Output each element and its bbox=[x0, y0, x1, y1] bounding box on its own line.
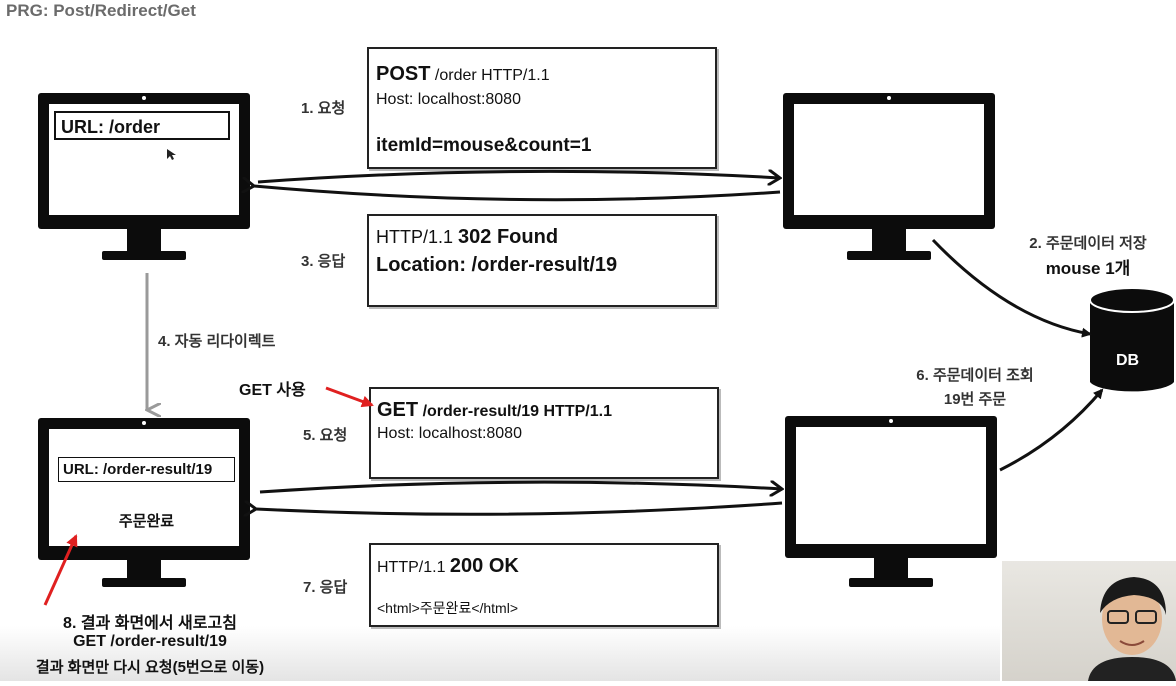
label-step4: 4. 자동 리다이렉트 bbox=[158, 333, 276, 350]
webcam-dot-icon bbox=[889, 419, 893, 423]
lookup-arrow bbox=[999, 388, 1104, 472]
refresh-arrow bbox=[43, 534, 78, 606]
request-line-get: /order-result/19 HTTP/1.1 bbox=[418, 403, 612, 420]
http-version-200: HTTP/1.1 bbox=[377, 559, 450, 576]
video-overlay-gradient bbox=[0, 626, 1000, 681]
label-step6-line1: 6. 주문데이터 조회 bbox=[916, 367, 1034, 384]
address-bar-order-result[interactable]: URL: /order-result/19 bbox=[58, 457, 235, 482]
label-step7: 7. 응답 bbox=[303, 579, 348, 596]
response-302-box: HTTP/1.1 302 Found Location: /order-resu… bbox=[367, 214, 717, 307]
label-step1: 1. 요청 bbox=[301, 100, 346, 117]
label-step2-line1: 2. 주문데이터 저장 bbox=[1029, 235, 1147, 252]
response-body-html: <html>주문완료</html> bbox=[377, 600, 519, 616]
http-method-get: GET bbox=[377, 399, 419, 421]
address-bar-order[interactable]: URL: /order bbox=[54, 111, 230, 140]
db-label: DB bbox=[1116, 352, 1140, 369]
location-header: Location: /order-result/19 bbox=[376, 254, 618, 276]
database-icon bbox=[1089, 287, 1175, 392]
response-200-box: HTTP/1.1 200 OK <html>주문완료</html> bbox=[369, 543, 719, 627]
order-complete-text: 주문완료 bbox=[118, 513, 175, 530]
label-step2-line2: mouse 1개 bbox=[1045, 259, 1131, 278]
label-step8-line2: GET /order-result/19 bbox=[73, 633, 227, 650]
label-get-use: GET 사용 bbox=[239, 382, 306, 399]
request-body-post: itemId=mouse&count=1 bbox=[376, 135, 592, 156]
status-302-found: 302 Found bbox=[458, 226, 559, 248]
response-arrow-bottom bbox=[256, 503, 783, 514]
save-arrow bbox=[931, 238, 1092, 338]
http-version-302: HTTP/1.1 bbox=[376, 227, 459, 247]
status-200-ok: 200 OK bbox=[449, 555, 519, 577]
request-post-box: POST /order HTTP/1.1 Host: localhost:808… bbox=[367, 47, 717, 169]
http-method-post: POST bbox=[376, 63, 431, 85]
response-arrow-top bbox=[254, 186, 781, 202]
label-step3: 3. 응답 bbox=[301, 253, 346, 270]
presenter-icon bbox=[1088, 577, 1176, 681]
request-arrow-top bbox=[257, 171, 780, 182]
host-header-get: Host: localhost:8080 bbox=[377, 425, 522, 442]
label-step6-line2: 19번 주문 bbox=[943, 391, 1007, 408]
webcam-dot-icon bbox=[887, 96, 891, 100]
label-step8-line3: 결과 화면만 다시 요청(5번으로 이동) bbox=[35, 659, 265, 676]
cursor-icon bbox=[167, 149, 176, 160]
diagram-title: PRG: Post/Redirect/Get bbox=[6, 1, 196, 20]
get-use-arrow bbox=[325, 386, 374, 408]
presenter-webcam bbox=[1002, 561, 1176, 681]
label-step5: 5. 요청 bbox=[303, 427, 348, 444]
label-step8-line1: 8. 결과 화면에서 새로고침 bbox=[63, 615, 237, 632]
request-get-box: GET /order-result/19 HTTP/1.1 Host: loca… bbox=[369, 387, 719, 479]
webcam-dot-icon bbox=[142, 96, 146, 100]
webcam-dot-icon bbox=[142, 421, 146, 425]
request-line-post: /order HTTP/1.1 bbox=[430, 67, 550, 84]
host-header-post: Host: localhost:8080 bbox=[376, 91, 521, 108]
request-arrow-bottom bbox=[259, 482, 782, 492]
